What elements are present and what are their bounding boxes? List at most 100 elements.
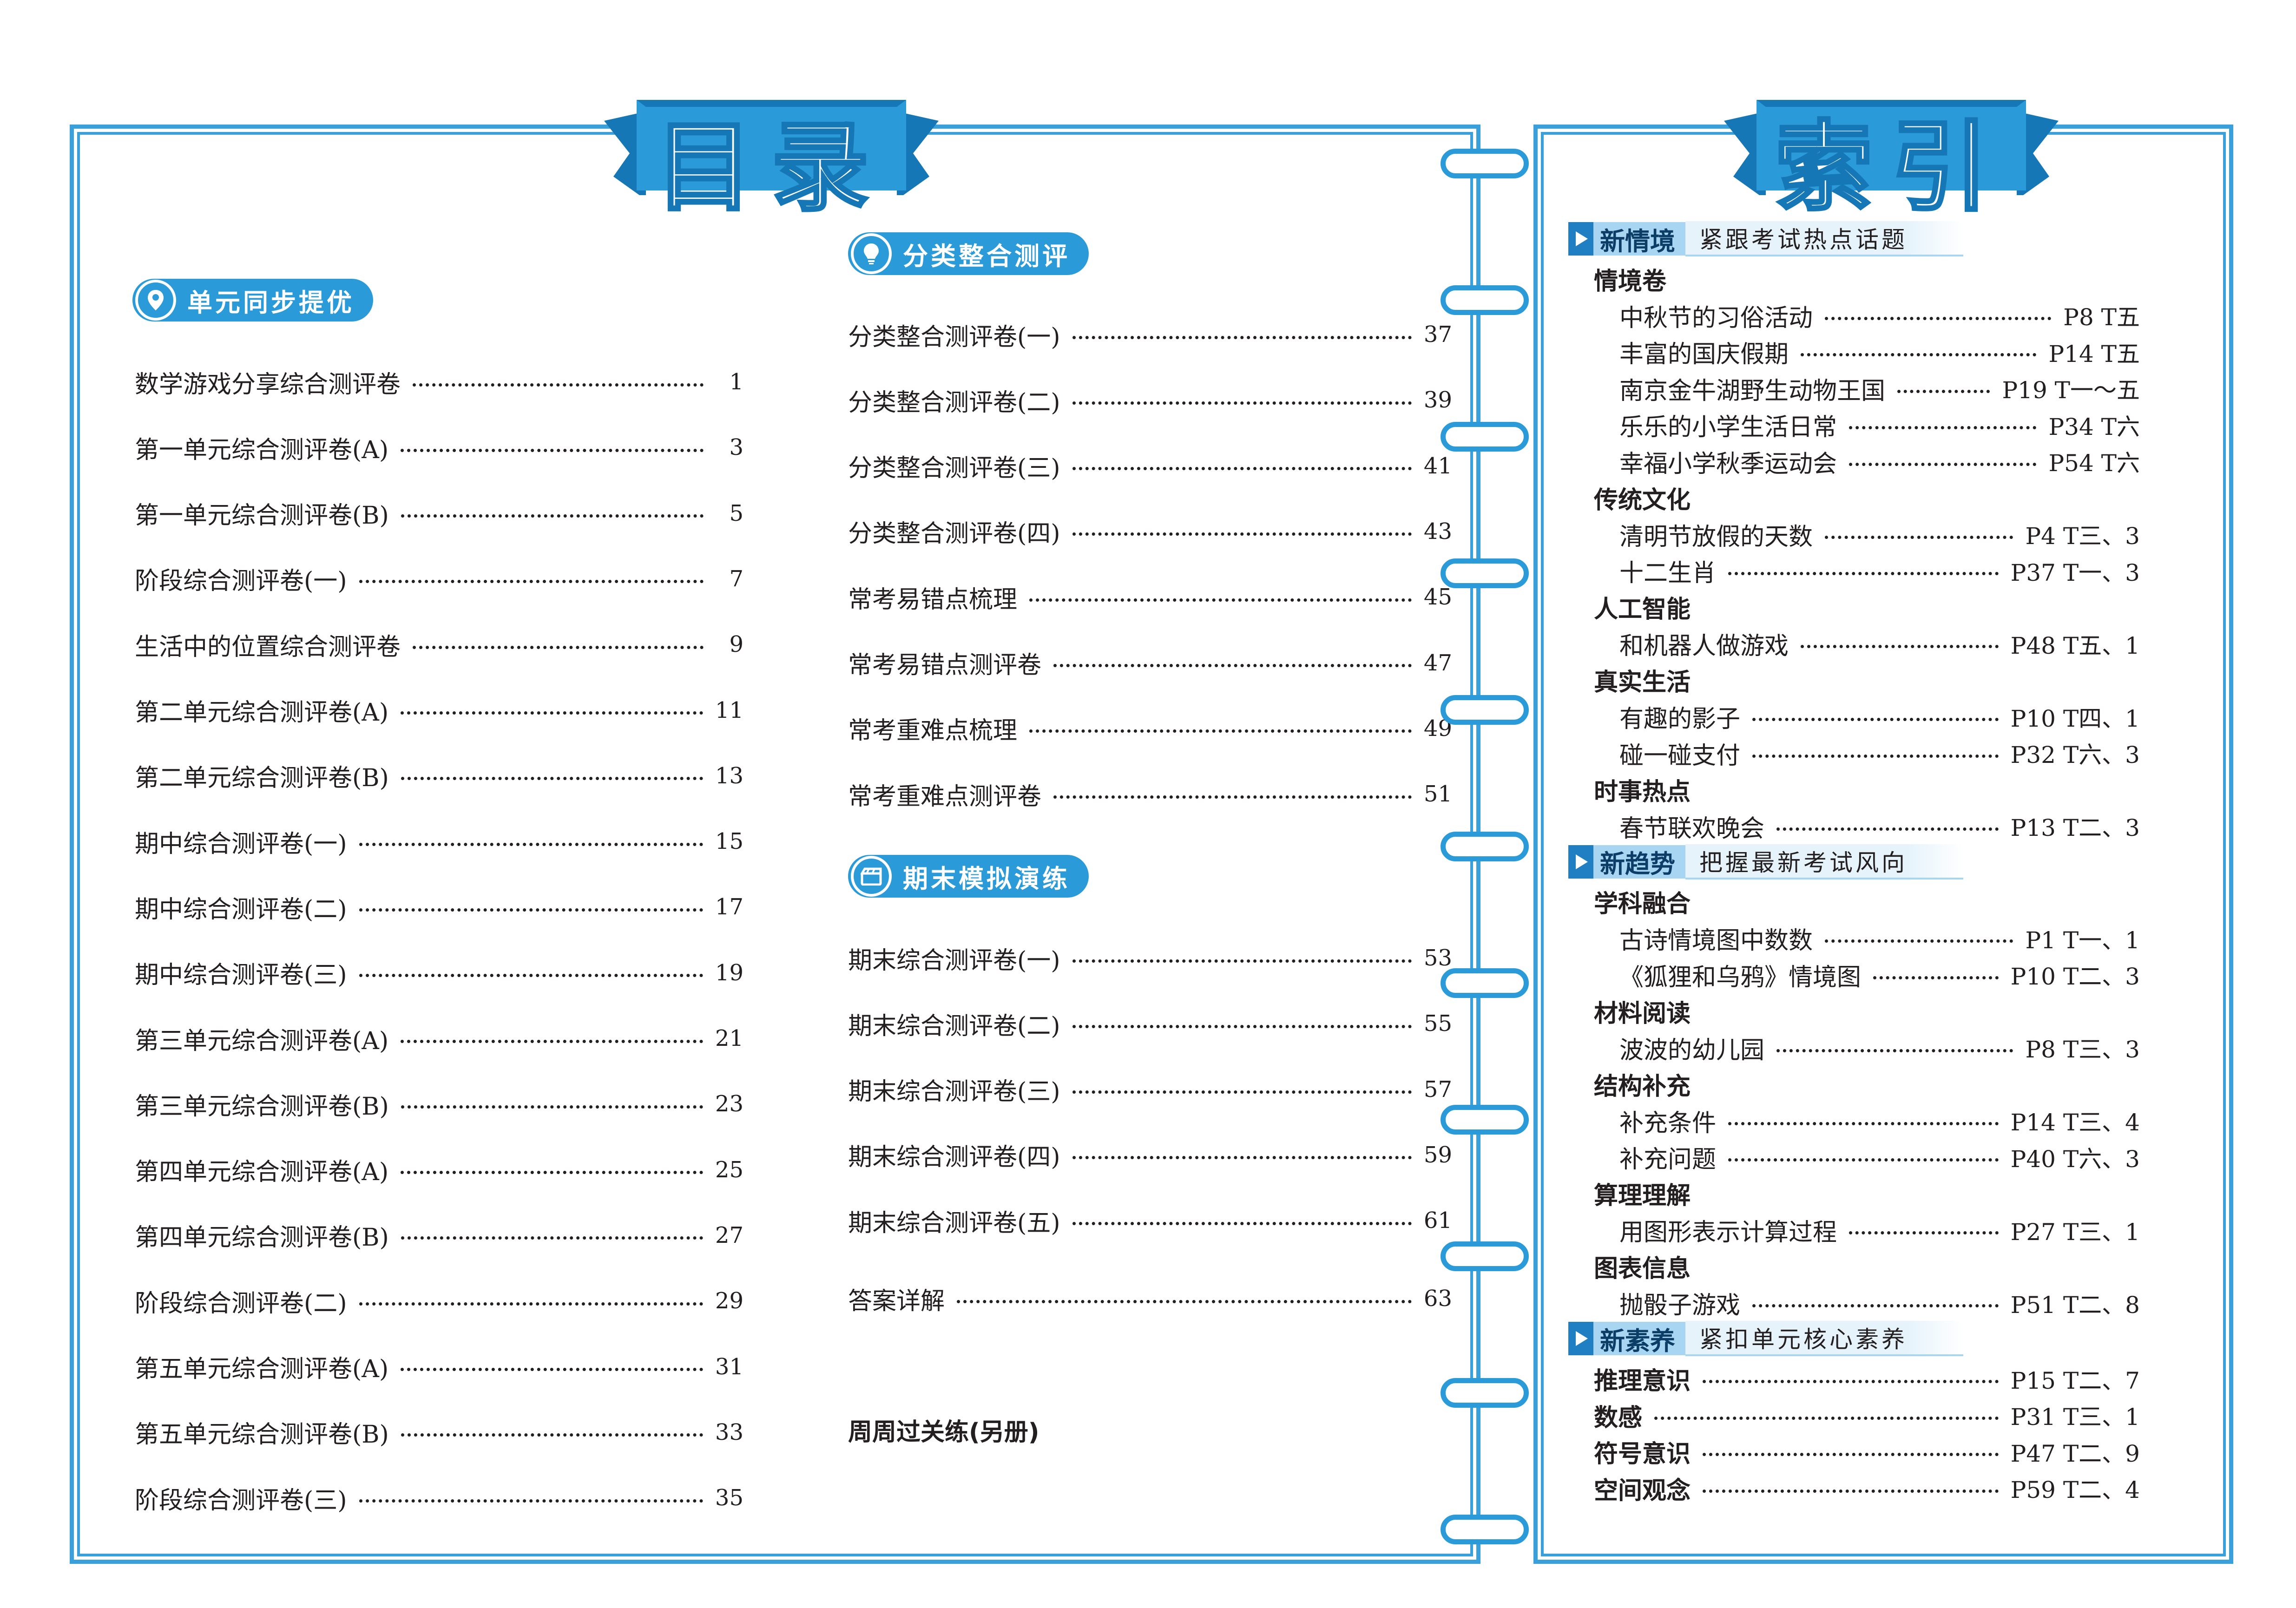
toc-row[interactable]: 期中综合测评卷(二)17	[135, 888, 743, 925]
toc-row[interactable]: 期末综合测评卷(五)61	[848, 1202, 1452, 1239]
index-item-ref: P31 T三、1	[2010, 1404, 2140, 1431]
leader-dots	[359, 908, 703, 912]
toc-item-title: 第一单元综合测评卷(A)	[135, 436, 389, 464]
toc-row[interactable]: 期末综合测评卷(三)57	[848, 1071, 1452, 1108]
index-section-subtitle: 紧跟考试热点话题	[1685, 221, 1963, 256]
toc-row[interactable]: 阶段综合测评卷(二)29	[135, 1282, 743, 1319]
toc-row[interactable]: 分类整合测评卷(三)41	[848, 447, 1452, 485]
toc-row[interactable]: 期末综合测评卷(一)53	[848, 939, 1452, 977]
leader-dots	[413, 383, 704, 387]
toc-row[interactable]: 分类整合测评卷(一)37	[848, 316, 1452, 353]
section-pill-unit-sync: 单元同步提优	[132, 279, 373, 322]
toc-row[interactable]: 阶段综合测评卷(三)35	[135, 1479, 743, 1516]
toc-row[interactable]: 第五单元综合测评卷(B)33	[135, 1414, 743, 1451]
clapperboard-icon	[851, 856, 892, 897]
location-pin-icon	[135, 280, 176, 321]
index-item-title: 幸福小学秋季运动会	[1619, 450, 1837, 478]
section-label: 单元同步提优	[187, 287, 355, 317]
toc-row-answers[interactable]: 答案详解 63	[848, 1280, 1452, 1317]
toc-row[interactable]: 阶段综合测评卷(一) 7	[135, 560, 743, 597]
leader-dots	[1801, 353, 2037, 356]
index-item-title: 有趣的影子	[1619, 705, 1741, 733]
leader-dots	[1752, 754, 1999, 758]
toc-row[interactable]: 第四单元综合测评卷(A)25	[135, 1151, 743, 1188]
section-pill-final: 期末模拟演练	[848, 855, 1089, 898]
toc-item-page: 7	[729, 565, 743, 592]
toc-item-title: 生活中的位置综合测评卷	[135, 633, 401, 661]
leader-dots	[413, 645, 704, 649]
index-item-ref: P15 T二、7	[2010, 1367, 2140, 1394]
toc-row[interactable]: 第二单元综合测评卷(A)11	[135, 692, 743, 729]
leader-dots	[1728, 1158, 1999, 1162]
toc-item-title: 常考易错点梳理	[848, 585, 1018, 614]
toc-row[interactable]: 期末综合测评卷(二)55	[848, 1005, 1452, 1042]
toc-row[interactable]: 第一单元综合测评卷(B)5	[135, 495, 743, 532]
lightbulb-icon	[851, 233, 892, 274]
leader-dots	[359, 1499, 703, 1503]
toc-row[interactable]: 第一单元综合测评卷(A)3	[135, 429, 743, 466]
leader-dots	[401, 1039, 703, 1043]
leader-dots	[1873, 976, 1999, 979]
toc-row[interactable]: 分类整合测评卷(二) 39	[848, 381, 1452, 419]
toc-item-title: 常考易错点测评卷	[848, 651, 1042, 679]
toc-item-title: 分类整合测评卷(二)	[848, 388, 1060, 417]
ribbon-shape	[1724, 100, 2059, 200]
index-item-ref: P27 T三、1	[2010, 1218, 2140, 1246]
toc-item-title: 第四单元综合测评卷(B)	[135, 1224, 389, 1252]
toc-item-title: 阶段综合测评卷(一)	[135, 567, 347, 596]
toc-row[interactable]: 第三单元综合测评卷(B)23	[135, 1085, 743, 1122]
toc-row[interactable]: 期末综合测评卷(四)59	[848, 1136, 1452, 1174]
toc-item-title: 数学游戏分享综合测评卷	[135, 370, 401, 399]
index-item-ref: P1 T一、1	[2025, 926, 2140, 954]
index-section-header: 新趋势把握最新考试风向	[1568, 844, 1963, 879]
toc-row[interactable]: 分类整合测评卷(四)43	[848, 513, 1452, 550]
toc-row[interactable]: 第五单元综合测评卷(A)31	[135, 1348, 743, 1385]
leader-dots	[1072, 1221, 1412, 1225]
toc-row[interactable]: 第四单元综合测评卷(B)27	[135, 1217, 743, 1254]
toc-page-title: 目录	[654, 109, 888, 226]
section-label: 分类整合测评	[903, 241, 1070, 271]
toc-row[interactable]: 第三单元综合测评卷(A)21	[135, 1020, 743, 1057]
index-item-title: 波波的幼儿园	[1619, 1036, 1765, 1064]
toc-row[interactable]: 期中综合测评卷(三)19	[135, 954, 743, 991]
toc-row[interactable]: 期中综合测评卷(一)15	[135, 823, 743, 860]
index-page-title: 索引	[1774, 109, 2007, 226]
toc-item-page: 39	[1423, 387, 1452, 413]
binder-ring	[1441, 695, 1529, 725]
toc-item-title: 阶段综合测评卷(二)	[135, 1289, 347, 1318]
leader-dots	[1072, 1156, 1412, 1160]
toc-row[interactable]: 第二单元综合测评卷(B)13	[135, 757, 743, 794]
weekly-practice-note: 周周过关练(另册)	[848, 1418, 1039, 1446]
index-item-title: 清明节放假的天数	[1619, 523, 1813, 551]
toc-item-page: 25	[715, 1156, 743, 1183]
leader-dots	[401, 1368, 703, 1371]
